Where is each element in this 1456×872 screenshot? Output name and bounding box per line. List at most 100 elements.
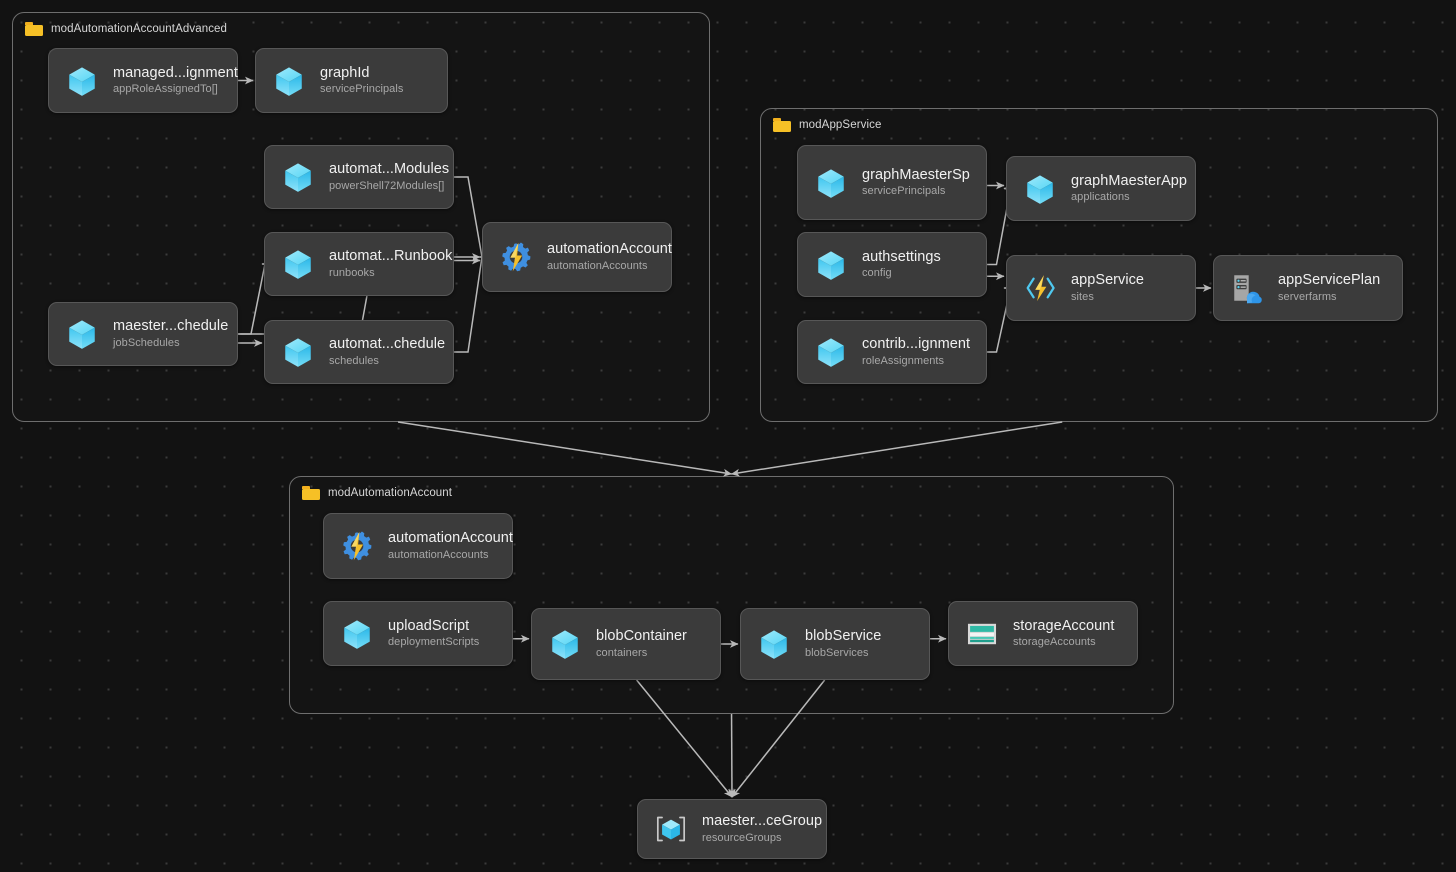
node-graphMaesterSp[interactable]: graphMaesterSp servicePrincipals (797, 145, 987, 220)
node-subtitle: deploymentScripts (388, 636, 480, 649)
cube-icon (1027, 174, 1053, 204)
cube-icon (69, 320, 95, 349)
group-label: modAutomationAccount (328, 487, 453, 499)
cube-icon (818, 338, 844, 367)
cube-icon (285, 338, 311, 367)
group-modAutomationAccount[interactable]: modAutomationAccount (289, 476, 1174, 714)
node-subtitle: config (862, 267, 892, 280)
cube-icon (276, 66, 302, 96)
storage-icon (965, 617, 999, 651)
cube-icon (814, 248, 848, 282)
node-title: graphMaesterSp (862, 166, 970, 183)
folder-icon (773, 118, 791, 132)
node-storageAccount[interactable]: storageAccount storageAccounts (948, 601, 1138, 666)
node-subtitle: containers (596, 646, 648, 659)
node-title: maester...ceGroup (702, 813, 823, 830)
cube-icon (344, 619, 370, 649)
cube-icon (761, 630, 787, 659)
node-subtitle: automationAccounts (547, 259, 648, 272)
cube-icon (814, 335, 848, 369)
resourcegroup-icon (656, 816, 686, 842)
resourcegroup-icon (654, 812, 688, 846)
edge (397, 421, 733, 477)
cube-icon (757, 627, 791, 661)
edge (730, 421, 1063, 477)
gear-bolt-icon (502, 242, 531, 272)
cube-icon (69, 66, 95, 96)
node-subtitle: roleAssignments (862, 354, 945, 367)
folder-icon (302, 486, 320, 500)
node-title: maester...chedule (113, 318, 229, 335)
gear-bolt-icon (340, 529, 374, 563)
cube-icon (281, 247, 315, 281)
node-subtitle: runbooks (329, 266, 375, 279)
node-graphId[interactable]: graphId servicePrincipals (255, 48, 448, 113)
cube-icon (552, 630, 578, 659)
node-title: blobContainer (596, 628, 687, 645)
cube-icon (281, 335, 315, 369)
node-title: graphId (320, 64, 370, 81)
node-subtitle: schedules (329, 354, 379, 367)
node-subtitle: sites (1071, 290, 1094, 303)
node-title: storageAccount (1013, 617, 1115, 634)
gear-bolt-icon (343, 531, 372, 561)
cube-icon (65, 64, 99, 98)
appservice-icon (1026, 275, 1055, 302)
node-authsettings[interactable]: authsettings config (797, 232, 987, 297)
node-title: automat...Modules (329, 161, 450, 178)
node-subtitle: blobServices (805, 646, 869, 659)
node-subtitle: serverfarms (1278, 290, 1337, 303)
appservice-icon (1023, 271, 1057, 305)
node-subtitle: powerShell72Modules[] (329, 179, 445, 192)
cube-icon (272, 64, 306, 98)
cube-icon (65, 317, 99, 351)
node-subtitle: automationAccounts (388, 548, 489, 561)
appserviceplan-icon (1230, 271, 1264, 305)
cube-icon (818, 250, 844, 280)
node-subtitle: storageAccounts (1013, 636, 1096, 649)
node-title: authsettings (862, 248, 941, 265)
gear-bolt-icon (499, 240, 533, 274)
node-title: automat...chedule (329, 336, 446, 353)
storage-icon (967, 623, 997, 644)
node-title: automat...Runbook (329, 248, 453, 265)
group-label: modAutomationAccountAdvanced (51, 23, 228, 35)
node-title: contrib...ignment (862, 336, 971, 353)
cube-icon (814, 166, 848, 200)
node-subtitle: appRoleAssignedTo[] (113, 83, 218, 96)
node-subtitle: jobSchedules (113, 336, 180, 349)
node-title: appServicePlan (1278, 272, 1381, 289)
cube-icon (340, 617, 374, 651)
cube-icon (548, 627, 582, 661)
node-subtitle: servicePrincipals (862, 185, 946, 198)
node-title: appService (1071, 272, 1145, 289)
node-title: automationAccount (388, 530, 513, 547)
cube-icon (281, 160, 315, 194)
group-header: modAppService (773, 118, 881, 132)
node-subtitle: applications (1071, 191, 1130, 204)
node-title: automationAccount (547, 241, 672, 258)
node-graphMaesterApp[interactable]: graphMaesterApp applications (1006, 156, 1196, 221)
appserviceplan-icon (1234, 275, 1262, 304)
node-title: graphMaesterApp (1071, 172, 1188, 189)
node-title: blobService (805, 628, 882, 645)
node-subtitle: servicePrincipals (320, 83, 404, 96)
group-header: modAutomationAccountAdvanced (25, 22, 227, 36)
node-subtitle: resourceGroups (702, 831, 782, 844)
cube-icon (285, 250, 311, 279)
